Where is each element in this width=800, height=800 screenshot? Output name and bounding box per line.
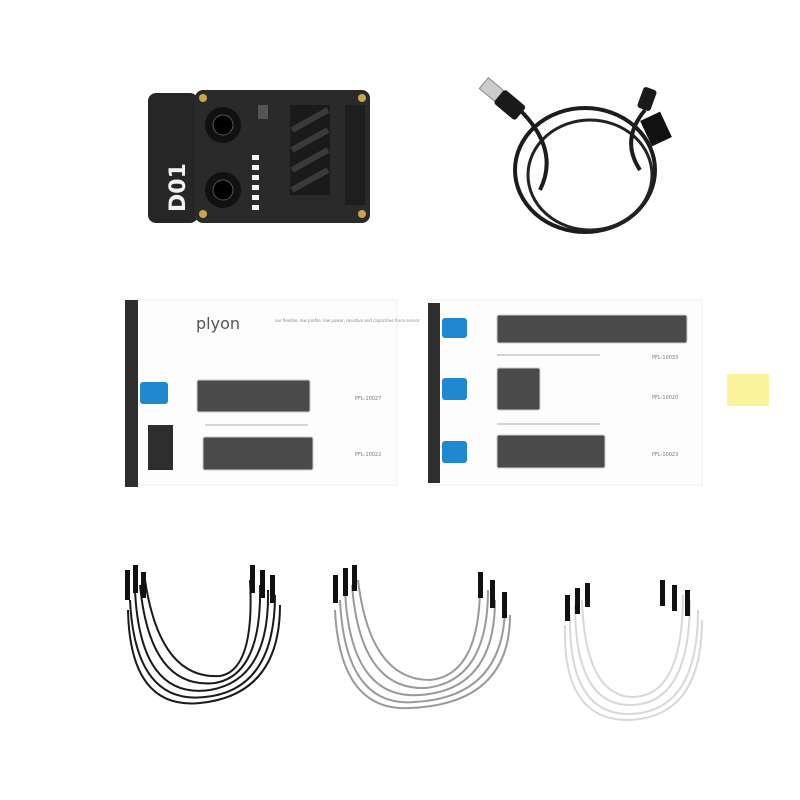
- jumper-wires-black: [127, 579, 281, 705]
- wire-connectors: [125, 565, 690, 621]
- sensor-board: D01: [148, 90, 370, 223]
- cable-tag: [640, 111, 672, 147]
- sensor-pfl-10020: [496, 367, 541, 411]
- sensor-code: PFL-10033: [652, 355, 678, 361]
- sensor-code: PFL-10022: [355, 452, 381, 458]
- brand-name: plyon: [196, 314, 240, 333]
- sensor-code: PFL-10027: [355, 396, 381, 402]
- sensor-code: PFL-10020: [652, 395, 678, 401]
- sticky-note: [727, 374, 769, 406]
- board-label: D01: [166, 163, 191, 212]
- sensor-pfl-10027: [196, 379, 311, 413]
- sensor-card-right: PFL-10033 PFL-10020 PFL-10023: [428, 299, 703, 486]
- sensor-pfl-10033: [496, 314, 688, 344]
- jumper-wires-gray: [334, 579, 511, 710]
- jumper-wires-white: [563, 594, 703, 722]
- sensor-card-left: plyon our flexible, low profile, low pow…: [125, 299, 420, 487]
- brand-tagline: our flexible, low profile, low power, re…: [275, 318, 420, 323]
- sensor-code: PFL-10023: [652, 452, 678, 458]
- sensor-pfl-10023: [496, 434, 606, 469]
- usb-cable: [478, 77, 672, 234]
- sensor-pfl-10022: [202, 436, 314, 471]
